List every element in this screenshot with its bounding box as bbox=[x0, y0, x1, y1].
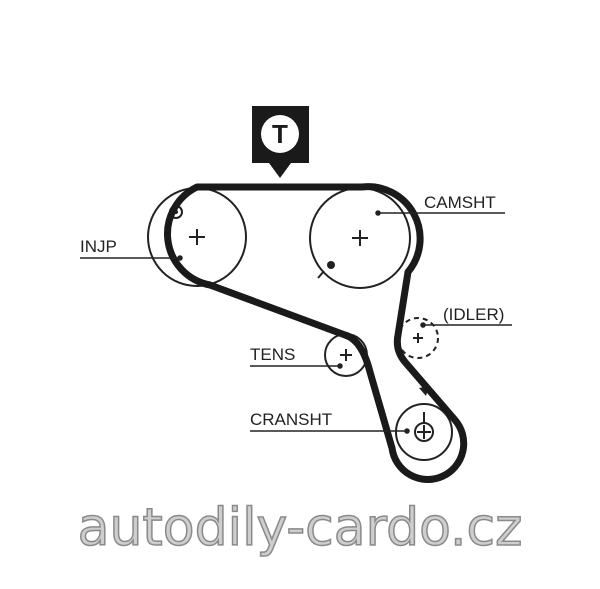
timing-belt bbox=[164, 183, 468, 483]
label-camsht: CAMSHT bbox=[424, 193, 496, 212]
crankshaft-pulley bbox=[395, 403, 453, 461]
watermark: autodily-cardo.cz bbox=[78, 498, 523, 558]
tdc-badge: T bbox=[252, 106, 309, 178]
idler-pulley bbox=[397, 317, 439, 359]
label-idler: (IDLER) bbox=[443, 305, 504, 324]
label-injp: INJP bbox=[80, 237, 117, 256]
tdc-badge-letter: T bbox=[272, 119, 288, 149]
camshaft-timing-mark bbox=[317, 270, 325, 279]
label-cransht: CRANSHT bbox=[250, 410, 332, 429]
label-tens: TENS bbox=[250, 345, 295, 364]
camshaft-timing-dot bbox=[327, 261, 335, 269]
leader-lines bbox=[80, 210, 512, 434]
center-marks bbox=[189, 229, 434, 442]
